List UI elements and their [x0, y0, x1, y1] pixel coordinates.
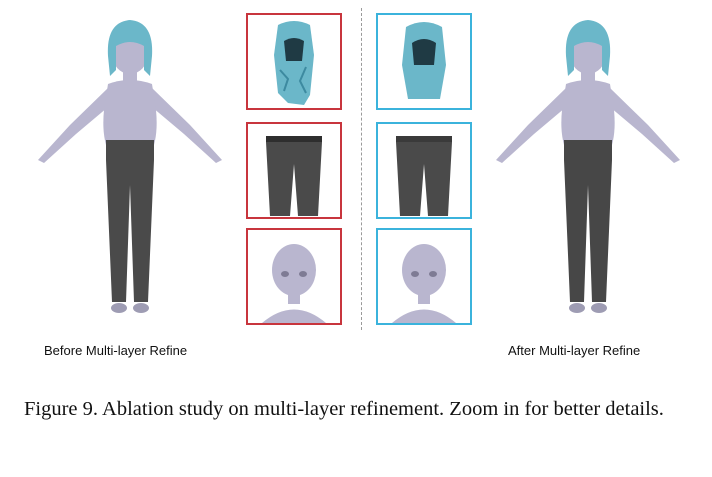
right-arm	[604, 88, 680, 163]
hair	[565, 20, 611, 76]
face	[112, 34, 148, 74]
right-shoe	[133, 303, 149, 313]
figure-9: Before Multi-layer Refine After Multi-la…	[38, 8, 680, 358]
face	[570, 34, 606, 74]
after-pants-crop	[376, 122, 472, 219]
character-before	[38, 20, 222, 313]
right-arm	[146, 88, 222, 163]
pants	[106, 140, 154, 302]
after-label: After Multi-layer Refine	[508, 343, 641, 358]
right-shoe	[591, 303, 607, 313]
character-after	[496, 20, 680, 313]
divider-line	[361, 8, 362, 330]
before-face-crop	[246, 228, 342, 325]
left-shoe	[111, 303, 127, 313]
torso	[103, 80, 157, 145]
before-hair-crop	[246, 13, 342, 110]
figure-caption: Figure 9. Ablation study on multi-layer …	[24, 398, 664, 420]
pants	[564, 140, 612, 302]
hair	[107, 20, 153, 76]
left-shoe	[569, 303, 585, 313]
before-pants-crop	[246, 122, 342, 219]
after-face-crop	[376, 228, 472, 325]
after-hair-crop	[376, 13, 472, 110]
left-arm	[496, 88, 572, 163]
torso	[561, 80, 615, 145]
before-label: Before Multi-layer Refine	[44, 343, 188, 358]
left-arm	[38, 88, 114, 163]
